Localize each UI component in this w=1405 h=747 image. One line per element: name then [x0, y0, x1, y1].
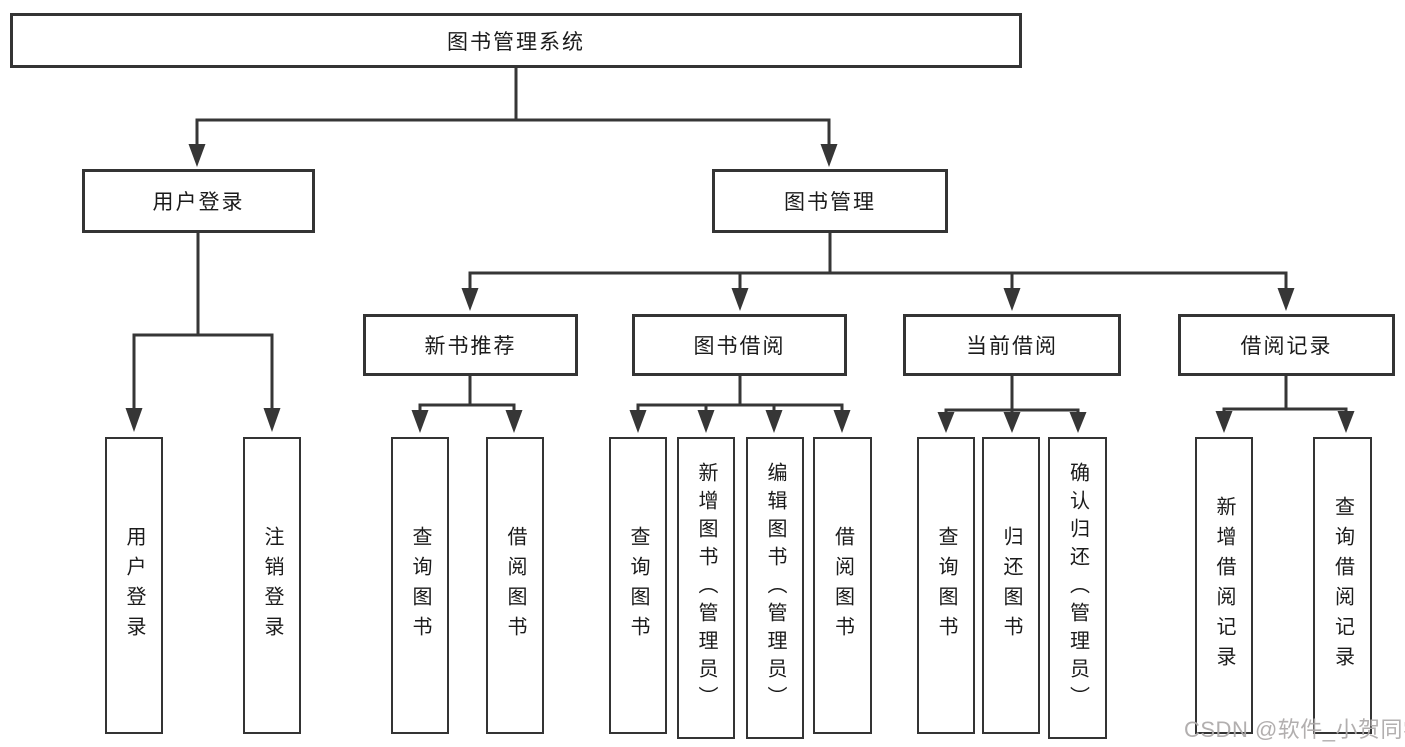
connector-book-borrow-to-leaves: [629, 374, 851, 433]
connector-current-borrow-to-leaves: [937, 374, 1087, 433]
leaf-edit-book-admin: 编辑图书（管理员）: [746, 437, 804, 739]
node-current-borrow: 当前借阅: [903, 314, 1121, 376]
connector-new-book-rec-to-leaves: [411, 374, 523, 433]
leaf-confirm-return-admin: 确认归还（管理员）: [1048, 437, 1107, 739]
leaf-logout: 注销登录: [243, 437, 301, 734]
node-new-book-recommend: 新书推荐: [363, 314, 578, 376]
connector-borrow-records-to-leaves: [1215, 374, 1355, 433]
connector-root-to-level2: [188, 66, 838, 167]
node-book-borrow: 图书借阅: [632, 314, 847, 376]
leaf-return-book: 归还图书: [982, 437, 1040, 734]
leaf-add-book-admin: 新增图书（管理员）: [677, 437, 735, 739]
node-borrow-records: 借阅记录: [1178, 314, 1395, 376]
node-user-login: 用户登录: [82, 169, 315, 233]
connector-user-login-to-leaves: [125, 231, 281, 432]
csdn-watermark: CSDN @软件_小贺同学: [1184, 717, 1405, 742]
leaf-current-query-book: 查询图书: [917, 437, 975, 734]
leaf-borrow-borrow-book: 借阅图书: [813, 437, 872, 734]
node-library-system: 图书管理系统: [10, 13, 1022, 68]
node-book-management: 图书管理: [712, 169, 948, 233]
leaf-recommend-borrow-book: 借阅图书: [486, 437, 544, 734]
leaf-query-borrow-record: 查询借阅记录: [1313, 437, 1372, 734]
leaf-borrow-query-book: 查询图书: [609, 437, 667, 734]
leaf-add-borrow-record: 新增借阅记录: [1195, 437, 1253, 734]
leaf-recommend-query-book: 查询图书: [391, 437, 449, 734]
connector-book-mgmt-to-level3: [461, 231, 1295, 311]
leaf-user-login: 用户登录: [105, 437, 163, 734]
